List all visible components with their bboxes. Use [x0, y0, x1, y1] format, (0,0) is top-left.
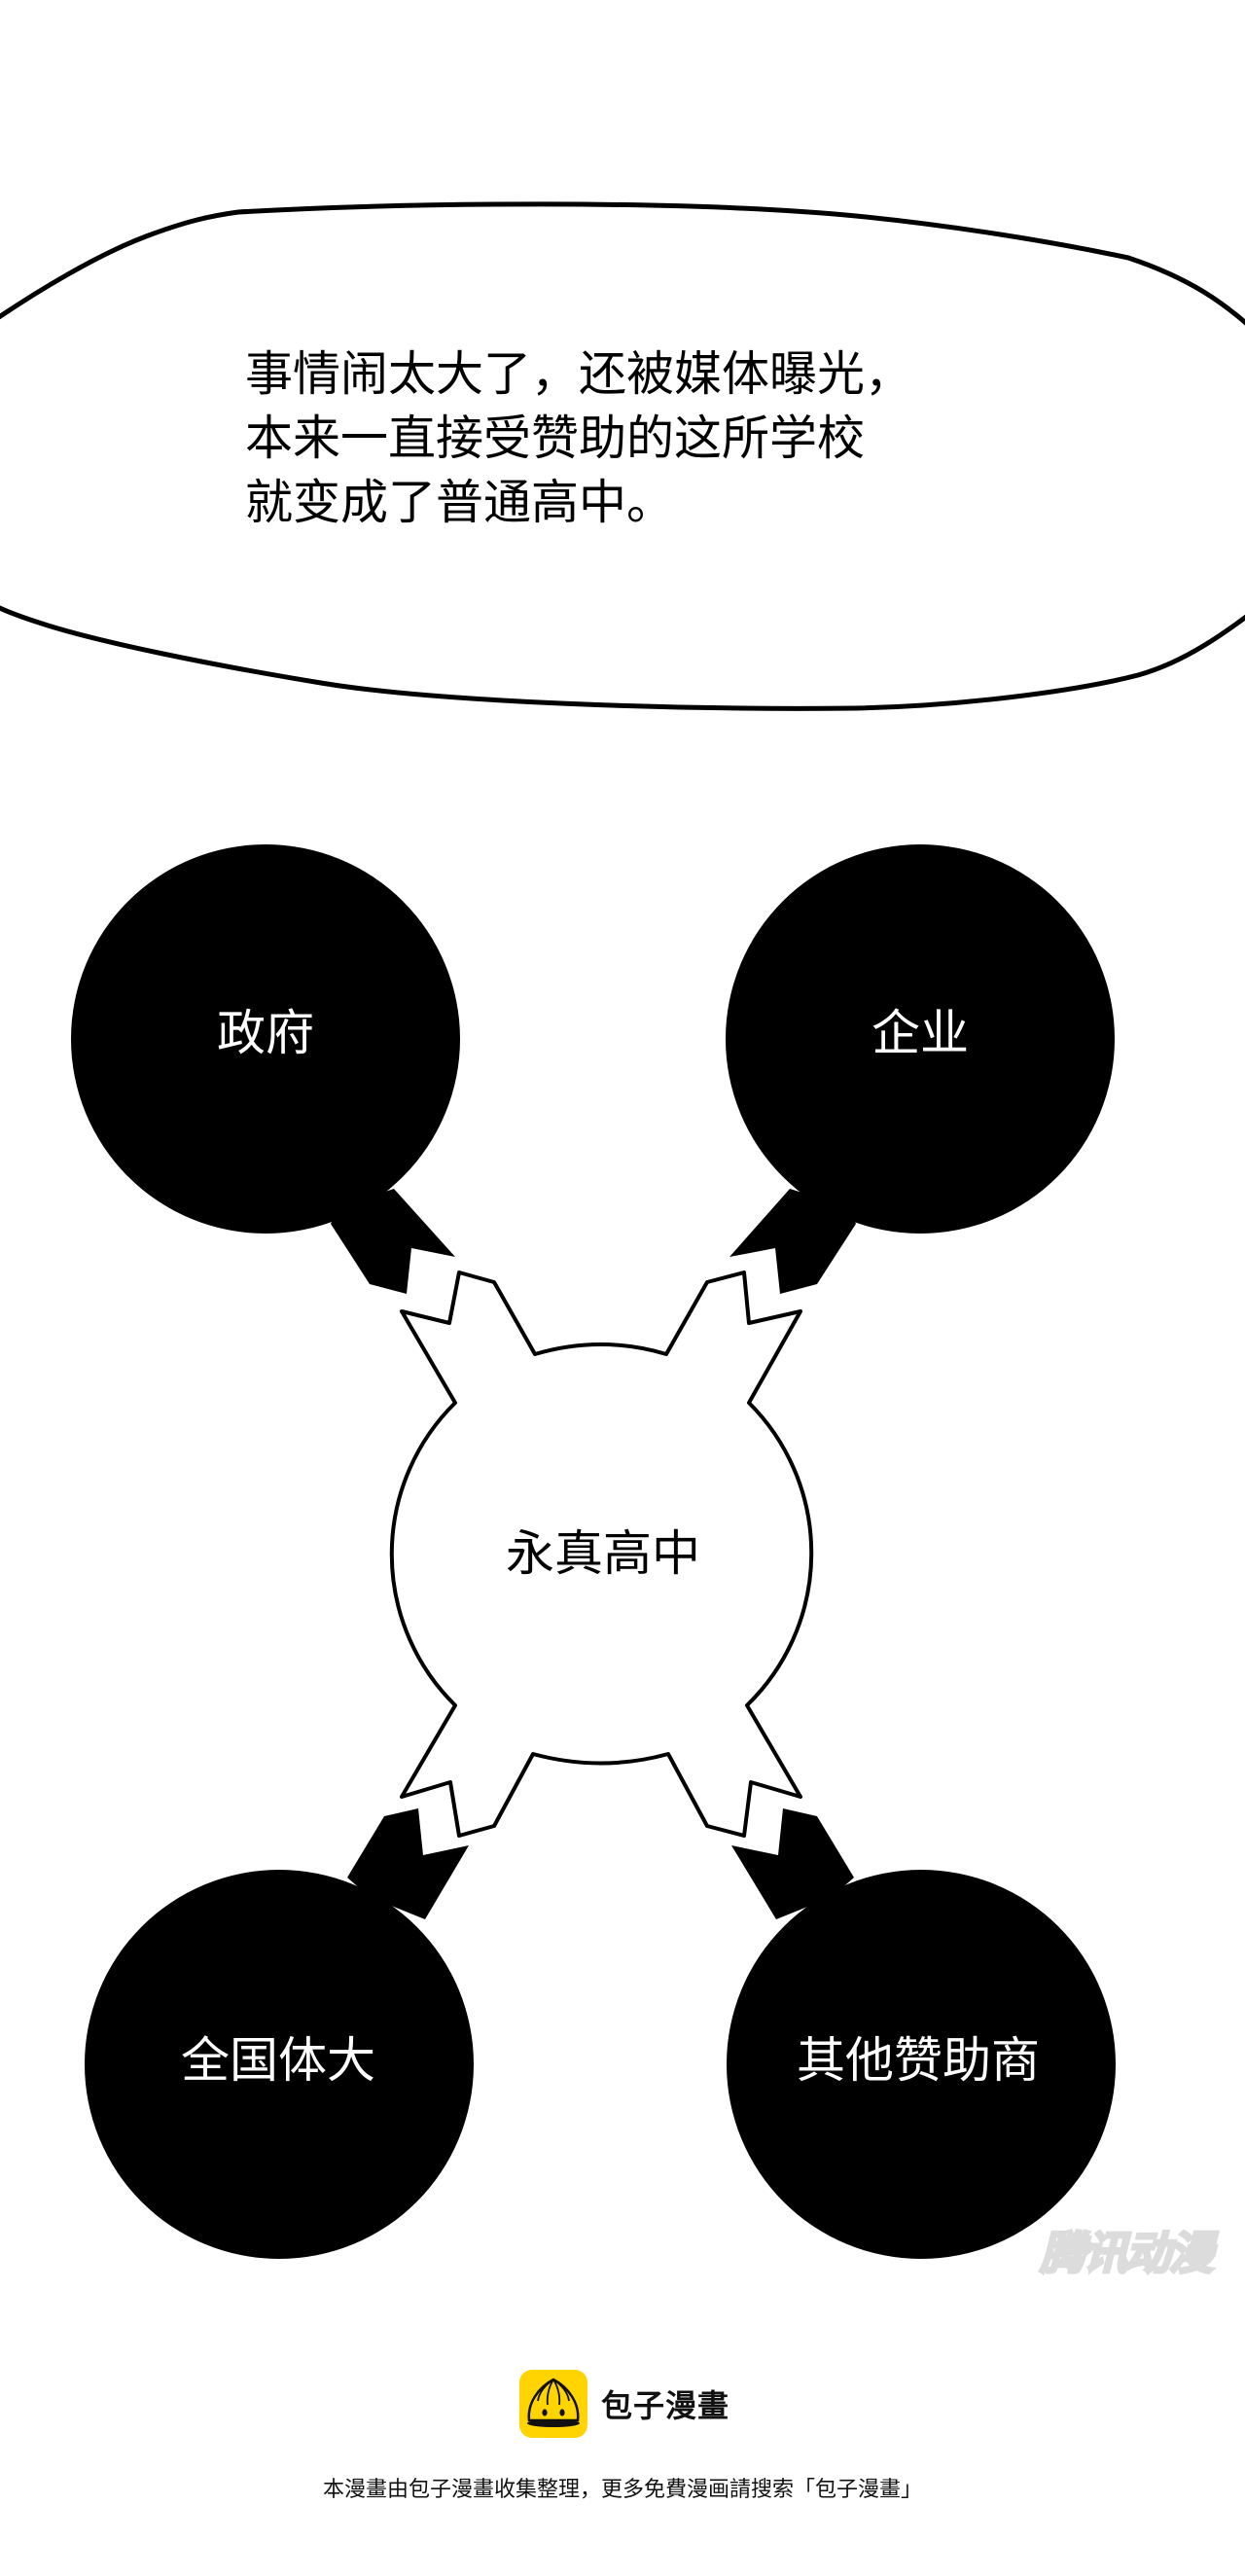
- watermark: 腾讯动漫: [1039, 2226, 1215, 2281]
- node-bubble-bottom-right: [727, 1808, 1116, 2259]
- node-bubble-bottom-left: [85, 1808, 474, 2259]
- narration-text: 事情闹太大了，还被媒体曝光， 本来一直接受赞助的这所学校 就变成了普通高中。: [245, 342, 1043, 535]
- node-label-national-sports-university: 全国体大: [181, 2032, 375, 2089]
- narration-line-2: 本来一直接受赞助的这所学校: [245, 411, 866, 466]
- node-bubble-top-left: [71, 844, 460, 1294]
- narration-bubble-outline: [0, 201, 1245, 711]
- node-bubble-top-right: [726, 844, 1115, 1294]
- narration-line-3: 就变成了普通高中。: [245, 475, 675, 530]
- bun-logo-icon: [519, 2370, 587, 2438]
- brand-lockup: 包子漫畫: [519, 2370, 729, 2438]
- footer-note: 本漫畫由包子漫畫收集整理，更多免費漫画請搜索「包子漫畫」: [322, 2478, 922, 2502]
- brand-name: 包子漫畫: [601, 2387, 730, 2424]
- node-label-other-sponsors: 其他赞助商: [797, 2032, 1040, 2089]
- center-label-school: 永真高中: [506, 1525, 700, 1582]
- center-bubble-outline: [389, 1270, 814, 1838]
- narration-line-1: 事情闹太大了，还被媒体曝光，: [245, 346, 913, 402]
- node-label-government: 政府: [217, 1005, 314, 1061]
- node-label-enterprise: 企业: [872, 1005, 969, 1061]
